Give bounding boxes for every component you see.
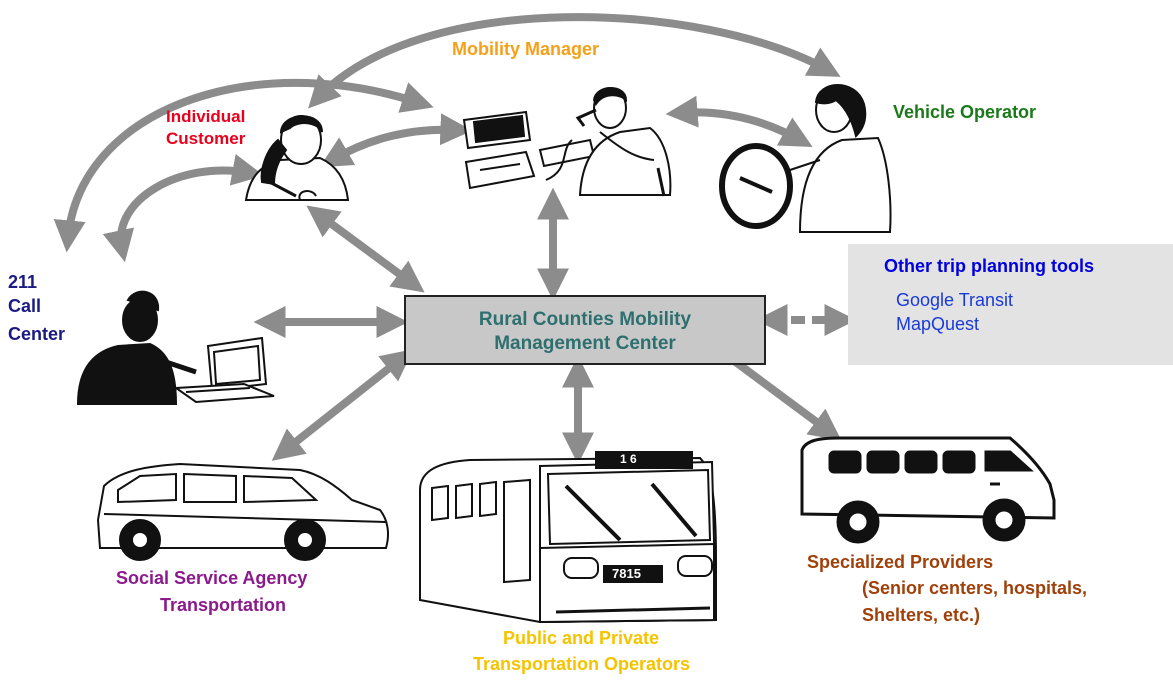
- label-line: Public and Private: [503, 628, 660, 648]
- arrow-callcenter-customer-curve: [102, 154, 265, 263]
- label-line: Customer: [166, 129, 246, 148]
- arrow-manager-operator-curve: [308, 13, 841, 109]
- woman-driver-icon: [719, 84, 892, 233]
- label-line: Center: [8, 324, 66, 344]
- trip-tools-title: Other trip planning tools: [884, 256, 1094, 276]
- center-title-line1: Rural Counties Mobility: [478, 309, 692, 330]
- bus-route-sign: 1 6: [620, 452, 637, 466]
- label-line: Transportation Operators: [473, 654, 691, 674]
- label-line: Social Service Agency: [116, 568, 308, 588]
- minivan-icon: [96, 462, 389, 561]
- bus-icon: [419, 451, 718, 624]
- man-computer-phone-icon: [462, 87, 672, 197]
- arrow-center-customer: [306, 205, 425, 293]
- arrow-callcenter-manager-curve: [53, 78, 434, 253]
- bus-fleet-number: 7815: [612, 566, 641, 581]
- center-title-line2: Management Center: [494, 333, 676, 354]
- label-line: Call: [8, 296, 42, 316]
- label-line: Transportation: [160, 595, 287, 615]
- trip-tools-item: Google Transit: [896, 290, 1014, 310]
- label-line: Shelters, etc.): [862, 605, 981, 625]
- arrow-customer-manager: [319, 113, 473, 168]
- arrow-manager-operator: [665, 95, 813, 147]
- label-line: Individual: [166, 107, 246, 126]
- label-line: Specialized Providers: [807, 552, 994, 572]
- arrow-center-social: [271, 349, 414, 461]
- woman-phone-icon: [244, 115, 350, 201]
- label-line: (Senior centers, hospitals,: [862, 578, 1088, 598]
- vehicle-operator-label: Vehicle Operator: [893, 102, 1037, 122]
- mobility-center-box: Rural Counties Mobility Management Cente…: [404, 295, 766, 365]
- woman-computer-icon: [76, 290, 275, 405]
- trip-tools-panel: Other trip planning tools Google Transit…: [848, 244, 1173, 365]
- trip-tools-item: MapQuest: [896, 314, 980, 334]
- mobility-manager-label: Mobility Manager: [452, 39, 600, 59]
- label-line: 211: [8, 272, 38, 292]
- small-bus-icon: [800, 436, 1056, 544]
